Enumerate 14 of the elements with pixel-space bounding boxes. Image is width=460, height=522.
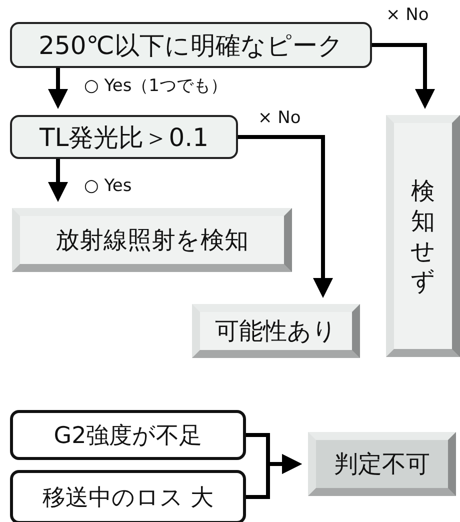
result-box: 判定不可 bbox=[308, 432, 456, 496]
result-box: 放射線照射を検知 bbox=[12, 208, 292, 272]
condition-box: 移送中のロス 大 bbox=[10, 470, 246, 522]
edge-label: ○ Yes bbox=[82, 176, 134, 196]
result-box: 検知せず bbox=[386, 115, 460, 357]
decision-box: 250℃以下に明確なピーク bbox=[10, 22, 372, 68]
arrow bbox=[372, 43, 435, 109]
arrow bbox=[48, 68, 68, 109]
result-box: 可能性あり bbox=[192, 304, 360, 358]
decision-box: TL発光比＞0.1 bbox=[10, 115, 238, 159]
arrow bbox=[246, 454, 302, 499]
arrow bbox=[48, 159, 68, 202]
condition-box: G2強度が不足 bbox=[10, 410, 246, 460]
arrow bbox=[238, 135, 333, 298]
